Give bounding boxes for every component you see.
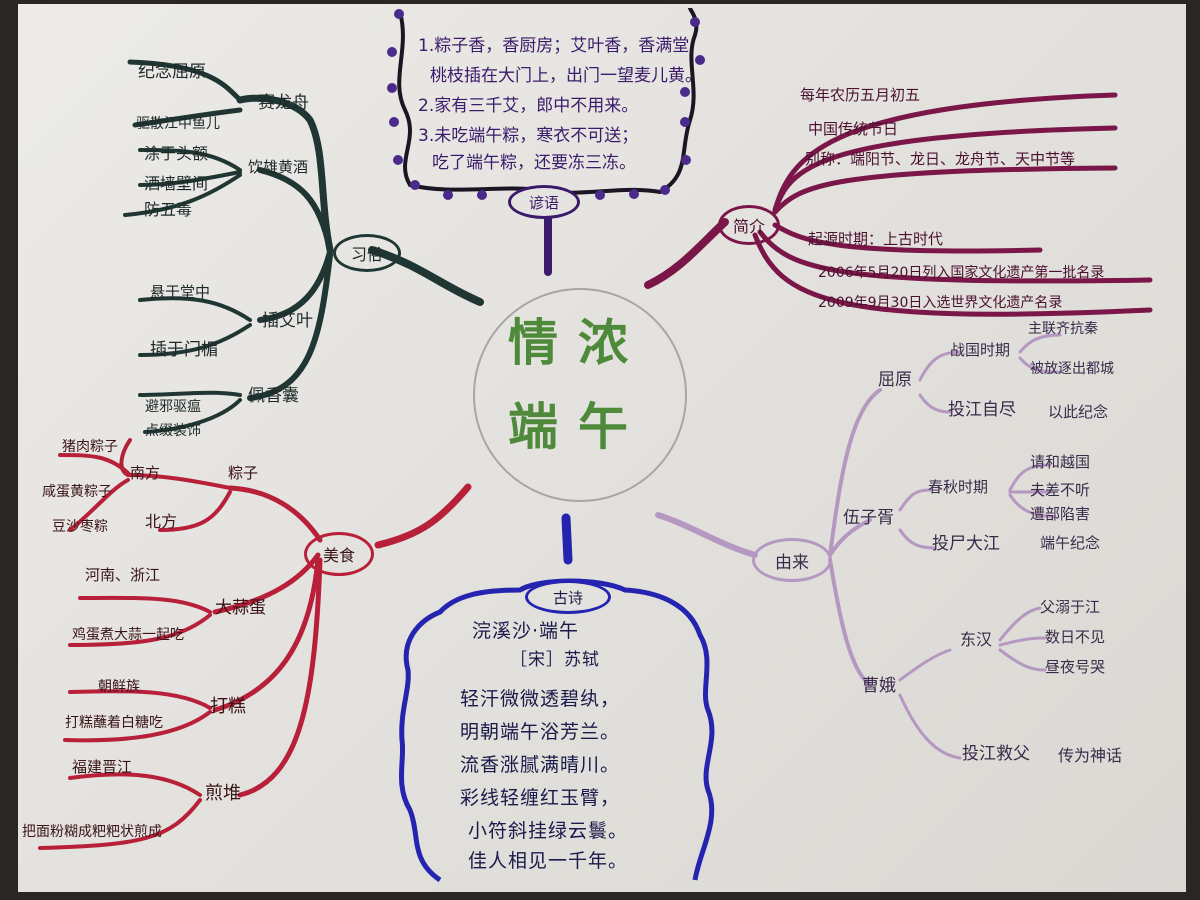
- intro-item-5: 2006年5月20日列入国家文化遗产第一批名录: [818, 265, 1105, 281]
- wuzixu-a: 请和越国: [1030, 453, 1091, 471]
- save-father: 投江救父: [962, 744, 1030, 764]
- proverbs-title: 谚语: [508, 185, 580, 219]
- dragon-boat: 赛龙舟: [258, 93, 309, 113]
- mugwort-item-1: 悬于堂中: [150, 283, 211, 301]
- intro-item-4: 起源时期：上古时代: [808, 230, 944, 248]
- food-title: 美食: [304, 532, 374, 576]
- quyuan: 屈原: [878, 370, 912, 390]
- wuzixu-c: 遭部陷害: [1030, 505, 1091, 523]
- mugwort: 插艾叶: [262, 311, 313, 331]
- dagao: 打糕: [210, 696, 246, 717]
- drown-self: 投江自尽: [948, 400, 1016, 420]
- realgar-item-2: 洒墙壁间: [144, 174, 209, 193]
- quyuan-b: 被放逐出都城: [1030, 361, 1114, 377]
- intro-item-2: 中国传统节日: [808, 120, 899, 138]
- cao-e-a: 父溺于江: [1040, 598, 1101, 616]
- center-title-line2: 端午: [508, 397, 648, 456]
- cao-e-b: 数日不见: [1045, 628, 1106, 646]
- jiandui-desc: 把面粉糊成粑粑状煎成: [22, 824, 162, 840]
- warring-states: 战国时期: [950, 341, 1011, 359]
- origin-title: 由来: [752, 538, 832, 582]
- poem-line-2: 明朝端午浴芳兰。: [460, 721, 621, 743]
- sachet-item-1: 避邪驱瘟: [145, 399, 201, 415]
- quyuan-a: 主联齐抗秦: [1028, 321, 1098, 337]
- poem-line-5: 小符斜挂绿云鬟。: [468, 820, 629, 842]
- wuzixu: 伍子胥: [843, 508, 894, 528]
- zongzi-north: 北方: [145, 512, 178, 531]
- poem-heading: 浣溪沙·端午: [472, 620, 580, 642]
- pork-zongzi: 猪肉粽子: [62, 439, 118, 455]
- poem-line-4: 彩线轻缠红玉臂，: [460, 787, 621, 809]
- commemorate-quyuan: 纪念屈原: [138, 62, 206, 82]
- proverb-line-2: 桃枝插在大门上，出门一望麦儿黄。: [430, 66, 702, 86]
- cao-e: 曹娥: [862, 676, 896, 696]
- poem-line-3: 流香涨腻满晴川。: [460, 754, 621, 776]
- paper-background: [18, 4, 1186, 892]
- drive-fish: 驱散江中鱼儿: [136, 116, 220, 132]
- jiandui: 煎堆: [205, 783, 241, 804]
- realgar-wine: 饮雄黄酒: [248, 158, 309, 176]
- wuzixu-d: 端午纪念: [1040, 534, 1101, 552]
- proverb-line-5: 吃了端午粽，还要冻三冻。: [432, 153, 636, 173]
- jiandui-region: 福建晋江: [72, 758, 133, 776]
- realgar-item-3: 防五毒: [144, 200, 193, 219]
- intro-item-6: 2009年9月30日入选世界文化遗产名录: [818, 295, 1063, 311]
- proverbs-dots: [387, 9, 705, 200]
- eastern-han: 东汉: [960, 630, 993, 649]
- poem-cloud: [398, 578, 715, 883]
- garlic-egg-desc: 鸡蛋煮大蒜一起吃: [72, 627, 184, 643]
- body-in-river: 投尸大江: [932, 534, 1000, 554]
- zongzi-south: 南方: [130, 464, 161, 482]
- intro-item-3: 别称：端阳节、龙日、龙舟节、天中节等: [805, 150, 1076, 168]
- dagao-region: 朝鲜族: [98, 679, 140, 695]
- cao-e-c: 昼夜号哭: [1045, 658, 1106, 676]
- wuzixu-b: 夫差不听: [1030, 481, 1091, 499]
- poem-line-1: 轻汗微微透碧纨，: [460, 688, 621, 710]
- garlic-egg: 大蒜蛋: [215, 598, 266, 618]
- legend: 传为神话: [1058, 746, 1123, 765]
- garlic-egg-region: 河南、浙江: [85, 566, 161, 584]
- center-circle: [473, 288, 687, 502]
- intro-item-1: 每年农历五月初五: [800, 86, 921, 104]
- mugwort-item-2: 插于门楣: [150, 340, 218, 360]
- zongzi: 粽子: [228, 464, 259, 482]
- realgar-item-1: 涂于头额: [144, 144, 209, 163]
- commemorate-origin: 以此纪念: [1048, 403, 1109, 421]
- proverb-line-1: 1.粽子香，香厨房；艾叶香，香满堂: [418, 36, 690, 56]
- date-zongzi: 豆沙枣粽: [52, 519, 108, 535]
- dagao-desc: 打糕蘸着白糖吃: [65, 715, 163, 731]
- proverb-line-3: 2.家有三千艾，郎中不用来。: [418, 96, 639, 116]
- center-title-line1: 情浓: [508, 313, 648, 372]
- intro-title: 简介: [718, 205, 780, 245]
- spring-autumn: 春秋时期: [928, 478, 989, 496]
- customs-title: 习俗: [333, 234, 401, 272]
- proverb-line-4: 3.未吃端午粽，寒衣不可送；: [418, 126, 639, 146]
- poem-title: 古诗: [525, 580, 611, 614]
- poem-line-6: 佳人相见一千年。: [468, 850, 629, 872]
- poem-author: ［宋］苏轼: [510, 650, 600, 670]
- sachet-item-2: 点缀装饰: [145, 423, 201, 439]
- sachet: 佩香囊: [248, 386, 299, 406]
- egg-zongzi: 咸蛋黄粽子: [42, 484, 112, 500]
